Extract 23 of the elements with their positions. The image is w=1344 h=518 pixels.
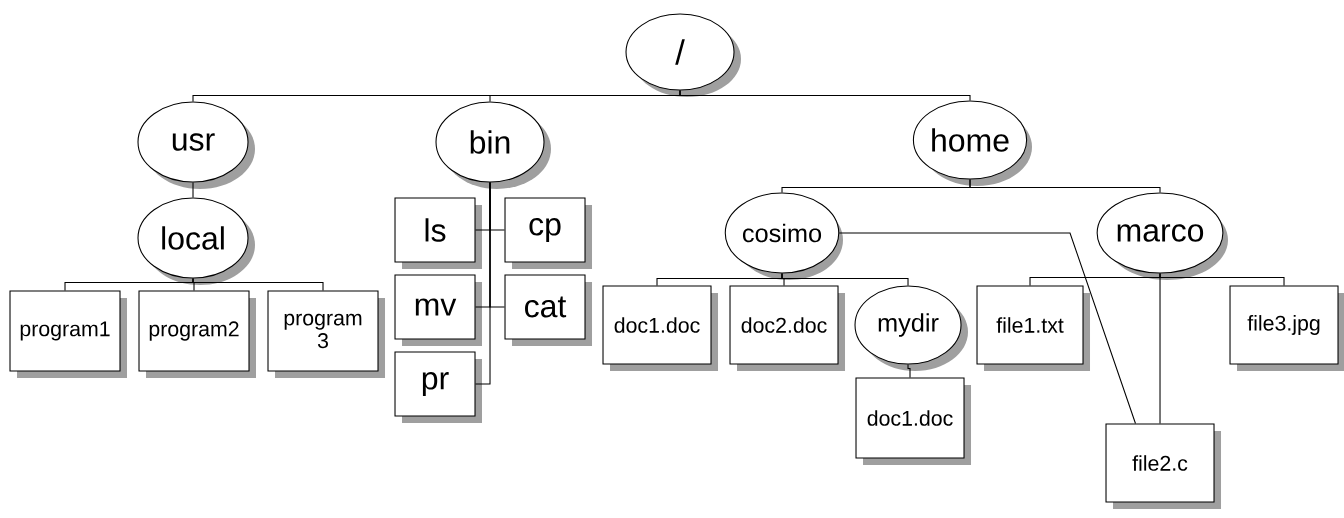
- file-box: file2.c: [1105, 423, 1221, 509]
- file-box: cp: [504, 197, 592, 269]
- file-box: pr: [394, 351, 482, 423]
- connector-line: [969, 179, 1161, 193]
- connector-line: [838, 232, 1136, 424]
- file-box: file1.txt: [976, 285, 1090, 371]
- file-box: doc1.doc: [855, 377, 971, 465]
- file-box: doc1.doc: [602, 285, 718, 371]
- connector-line: [679, 90, 971, 101]
- file-box: mv: [394, 274, 482, 346]
- file-box: file3.jpg: [1229, 285, 1344, 371]
- connector-line: [781, 273, 909, 286]
- connector-line: [192, 278, 324, 291]
- connector-line: [1159, 273, 1285, 286]
- file-box: program1: [9, 290, 127, 378]
- file-box: doc2.doc: [729, 285, 845, 371]
- file-box: program2: [138, 290, 256, 378]
- connector-line: [907, 364, 911, 378]
- connector-line: [475, 182, 491, 385]
- file-box: cat: [504, 274, 592, 346]
- connector-line: [192, 182, 194, 198]
- file-box: ls: [394, 197, 482, 269]
- file-box: program 3: [267, 290, 385, 378]
